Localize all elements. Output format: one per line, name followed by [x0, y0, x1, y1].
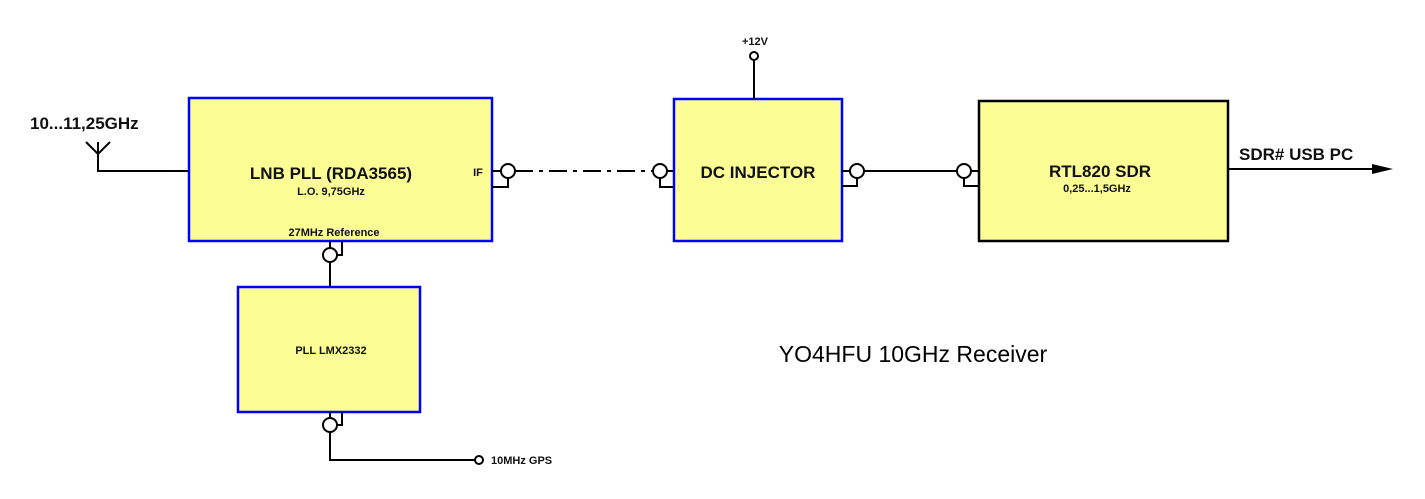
diagram-title: YO4HFU 10GHz Receiver — [779, 341, 1048, 367]
coax-connector-if-out — [492, 163, 516, 188]
arrow-right-icon — [1228, 164, 1393, 174]
gps-reference-label: 10MHz GPS — [491, 455, 552, 467]
rtl-sdr-subtitle: 0,25...1,5GHz — [1063, 183, 1131, 195]
coax-connector-dc-out — [842, 163, 865, 187]
coax-connector-gps — [322, 412, 484, 465]
dc-injector-title: DC INJECTOR — [701, 163, 816, 182]
supply-voltage-label: +12V — [742, 36, 769, 48]
lnb-pll-subtitle: L.O. 9,75GHz — [297, 186, 365, 198]
coax-connector-ref — [322, 241, 343, 287]
coax-connector-dc-in — [652, 163, 674, 188]
lnb-if-port-label: IF — [473, 167, 483, 179]
supply-terminal — [749, 51, 759, 99]
dc-injector-block — [672, 97, 844, 243]
pll-lmx2332-title: PLL LMX2332 — [295, 345, 366, 357]
rtl-sdr-block — [977, 99, 1230, 243]
input-frequency-label: 10...11,25GHz — [30, 114, 139, 133]
lnb-ref-port-label: 27MHz Reference — [288, 227, 379, 239]
lnb-pll-title: LNB PLL (RDA3565) — [250, 164, 412, 183]
antenna-icon — [85, 141, 189, 172]
lnb-pll-block — [187, 96, 494, 243]
rtl-sdr-title: RTL820 SDR — [1049, 162, 1151, 181]
output-label: SDR# USB PC — [1239, 145, 1353, 164]
coax-connector-sdr-in — [956, 163, 979, 187]
